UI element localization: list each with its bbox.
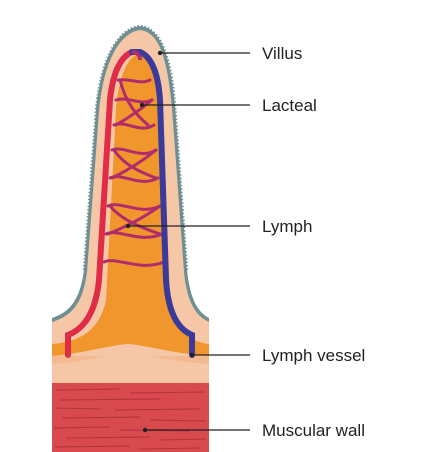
- lymph-core: [52, 54, 209, 356]
- lymph-label: Lymph: [262, 217, 312, 236]
- villus-label: Villus: [262, 44, 302, 63]
- lacteal: [131, 50, 142, 61]
- leaders: [125, 50, 250, 433]
- lacteal-label: Lacteal: [262, 96, 317, 115]
- lymph-vessel: [52, 344, 209, 383]
- vein: [129, 49, 195, 358]
- lymph-vessel-label: Lymph vessel: [262, 346, 365, 365]
- muscular-wall-label: Muscular wall: [262, 421, 365, 440]
- capillary-network: [102, 78, 166, 267]
- muscular-wall: [52, 383, 209, 452]
- artery: [65, 49, 135, 358]
